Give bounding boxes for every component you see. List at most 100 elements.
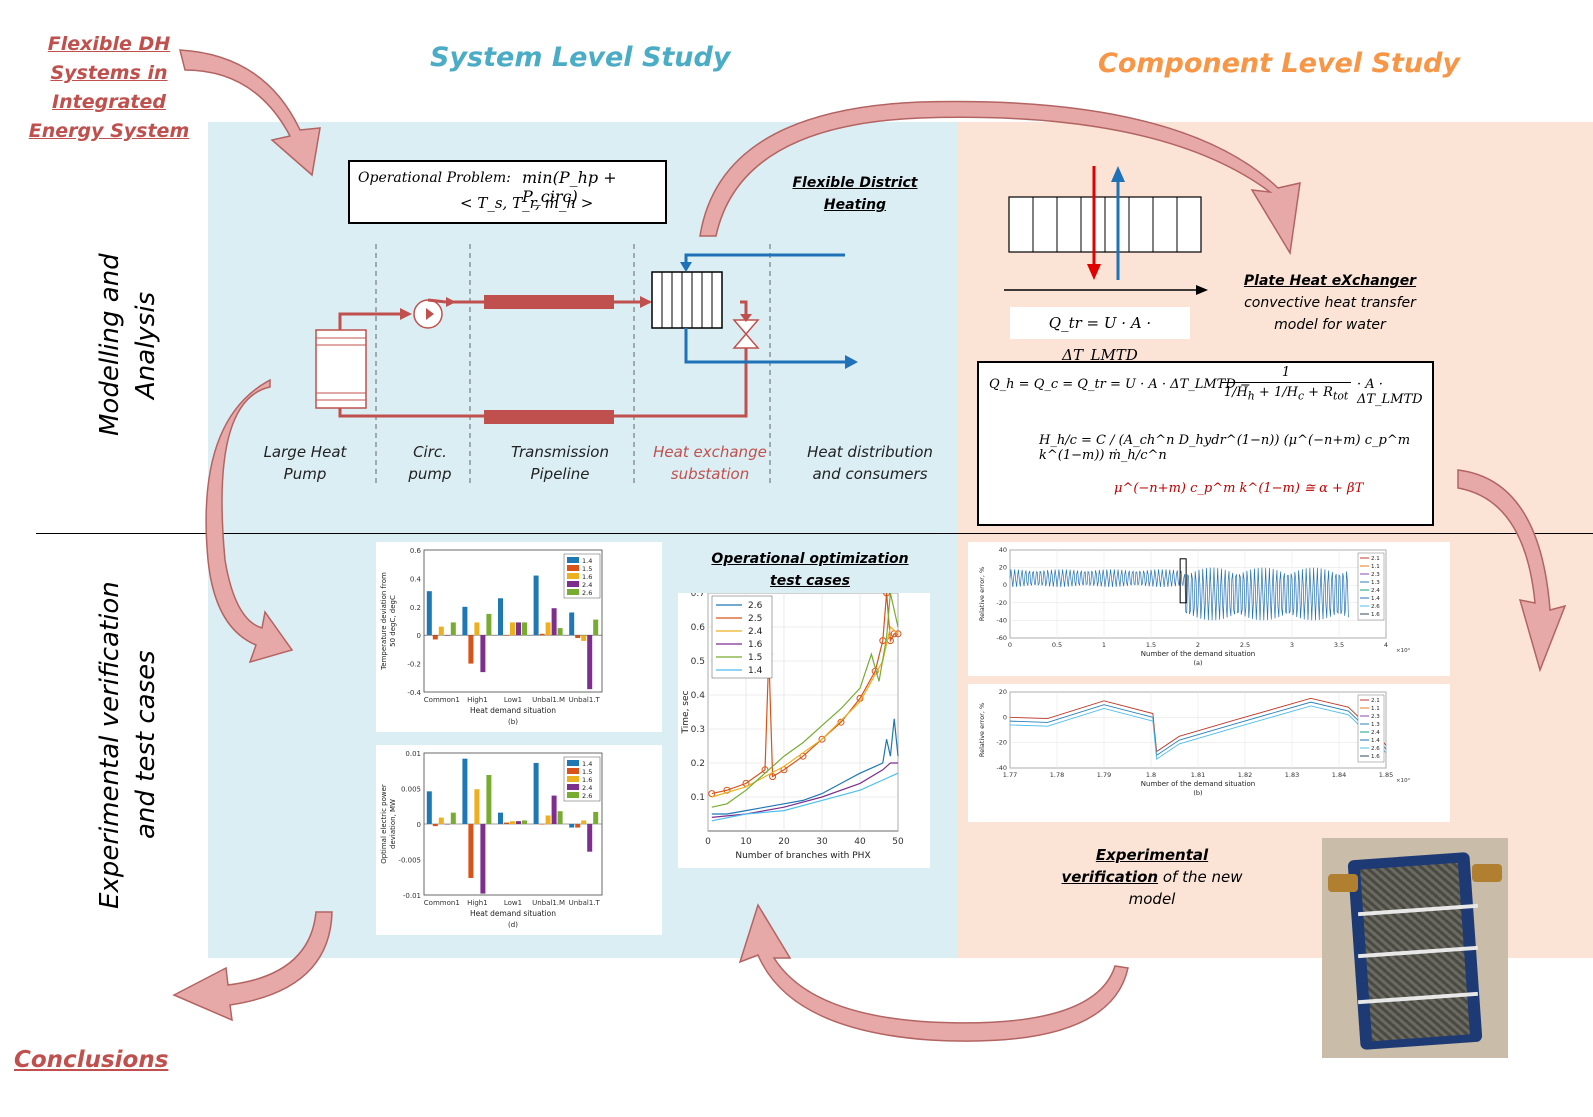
- chart-caption: (b): [508, 718, 518, 726]
- bar: [533, 575, 539, 636]
- bar: [569, 824, 575, 828]
- exp-label-rest: of the new model: [1128, 868, 1243, 908]
- bar: [480, 635, 486, 673]
- system-level-title: System Level Study: [430, 42, 731, 73]
- x-tick-label: 1.84: [1332, 771, 1346, 779]
- x-tick-label: High1: [467, 696, 488, 704]
- y-tick-label: 0.5: [691, 657, 705, 667]
- bar: [504, 635, 509, 636]
- bar: [593, 619, 599, 636]
- legend-label: 1.4: [1371, 738, 1380, 744]
- arrow-system-to-component: [699, 100, 1301, 256]
- bar: [551, 795, 557, 824]
- flexible-dh-link[interactable]: Flexible DH Systems in Integrated Energy…: [28, 33, 190, 142]
- legend-swatch: [567, 776, 579, 782]
- legend-label: 2.6: [748, 601, 763, 611]
- legend-label: 1.3: [1371, 722, 1380, 728]
- legend-swatch: [567, 557, 579, 563]
- x-tick-label: Common1: [424, 696, 460, 704]
- bar: [533, 762, 539, 824]
- phx-label: Plate Heat eXchanger convective heat tra…: [1230, 270, 1430, 336]
- chart-caption: (a): [1193, 659, 1202, 667]
- x-multiplier: ×10⁴: [1396, 777, 1411, 784]
- x-tick-label: 1.77: [1003, 771, 1017, 779]
- x-tick-label: High1: [467, 899, 488, 907]
- y-tick-label: 0.7: [691, 593, 705, 599]
- x-tick-label: 1.82: [1238, 771, 1252, 779]
- legend-swatch: [567, 573, 579, 579]
- legend-label: 1.5: [582, 565, 592, 573]
- bar: [498, 812, 503, 824]
- data-marker: [894, 630, 902, 638]
- bar: [587, 824, 593, 852]
- bar: [498, 598, 503, 636]
- bar: [432, 635, 438, 640]
- y-axis-label-line: 50 degC, degC: [389, 595, 397, 647]
- bar: [516, 622, 521, 636]
- q-equation-left: Q_h = Q_c = Q_tr = U · A · ΔT_LMTD =: [989, 377, 1251, 392]
- y-tick-label: -40: [996, 616, 1007, 624]
- bar: [522, 622, 527, 636]
- stage-circ-pump: Circ. pump: [408, 443, 452, 483]
- x-tick-label: 2: [1196, 641, 1200, 649]
- y-axis-label-line: Optimal electric power: [380, 784, 388, 864]
- x-tick-label: 0: [1008, 641, 1012, 649]
- x-tick-label: 1.83: [1285, 771, 1299, 779]
- legend-label: 2.1: [1371, 698, 1380, 704]
- phx-photo: [1322, 838, 1508, 1058]
- bar: [581, 635, 587, 641]
- x-tick-label: Unbal1.M: [532, 899, 565, 907]
- bar: [510, 622, 515, 636]
- conclusions-link[interactable]: Conclusions: [14, 1047, 169, 1073]
- y-tick-label: 0.1: [691, 793, 705, 803]
- y-tick-label: 0.3: [691, 725, 705, 735]
- phx-desc: convective heat transfer model for water: [1244, 295, 1416, 333]
- bar: [545, 815, 551, 824]
- x-tick-label: Common1: [424, 899, 460, 907]
- bar: [486, 613, 492, 636]
- series-line: [1009, 701, 1387, 757]
- operational-problem-variables: < T_s, T_r, ṁ_h >: [460, 194, 594, 212]
- bar: [581, 820, 587, 824]
- legend-box: [711, 595, 773, 679]
- legend-label: 1.4: [582, 760, 592, 768]
- bar: [426, 791, 432, 824]
- h-equation: H_h/c = C / (A_ch^n D_hydr^(1−n)) (μ^(−n…: [1039, 433, 1411, 463]
- legend-swatch: [567, 768, 579, 774]
- x-tick-label: Unbal1.T: [569, 899, 601, 907]
- y-tick-label: 0.2: [410, 604, 421, 612]
- x-tick-label: Low1: [504, 696, 522, 704]
- arrow-component-to-system: [738, 903, 1129, 1042]
- bar: [486, 775, 492, 824]
- x-tick-label: Unbal1.M: [532, 696, 565, 704]
- bar: [539, 824, 545, 825]
- y-tick-label: -0.005: [398, 857, 421, 865]
- valve-icon: [732, 319, 760, 349]
- operational-problem-objective: min(P_hp + P_circ): [522, 168, 617, 206]
- x-axis-label: Number of the demand situation: [1141, 780, 1255, 788]
- legend-label: 1.6: [582, 776, 592, 784]
- y-axis-label-line: Temperature deviation from: [380, 572, 388, 671]
- legend-label: 1.1: [1371, 706, 1380, 712]
- legend-label: 2.4: [582, 581, 592, 589]
- y-tick-label: 0: [1003, 581, 1007, 589]
- y-tick-label: -0.4: [407, 689, 421, 697]
- y-tick-label: 0.6: [691, 623, 706, 633]
- x-tick-label: 50: [892, 837, 904, 847]
- bar: [438, 626, 444, 636]
- qtr-formula: Q_tr = U · A · ΔT_LMTD: [1010, 307, 1190, 364]
- y-tick-label: 0.6: [410, 547, 422, 555]
- legend-label: 2.4: [748, 627, 763, 637]
- legend-swatch: [567, 589, 579, 595]
- y-tick-label: 20: [999, 688, 1007, 696]
- series-line: [711, 625, 899, 798]
- series-line: [1009, 567, 1349, 621]
- bar: [468, 635, 474, 664]
- x-tick-label: 30: [816, 837, 828, 847]
- x-tick-label: 20: [778, 837, 790, 847]
- divider-line: [36, 533, 1593, 534]
- data-marker: [769, 773, 777, 781]
- y-tick-label: 0: [417, 632, 421, 640]
- dh-schematic: [315, 244, 858, 485]
- x-tick-label: 1.5: [1146, 641, 1156, 649]
